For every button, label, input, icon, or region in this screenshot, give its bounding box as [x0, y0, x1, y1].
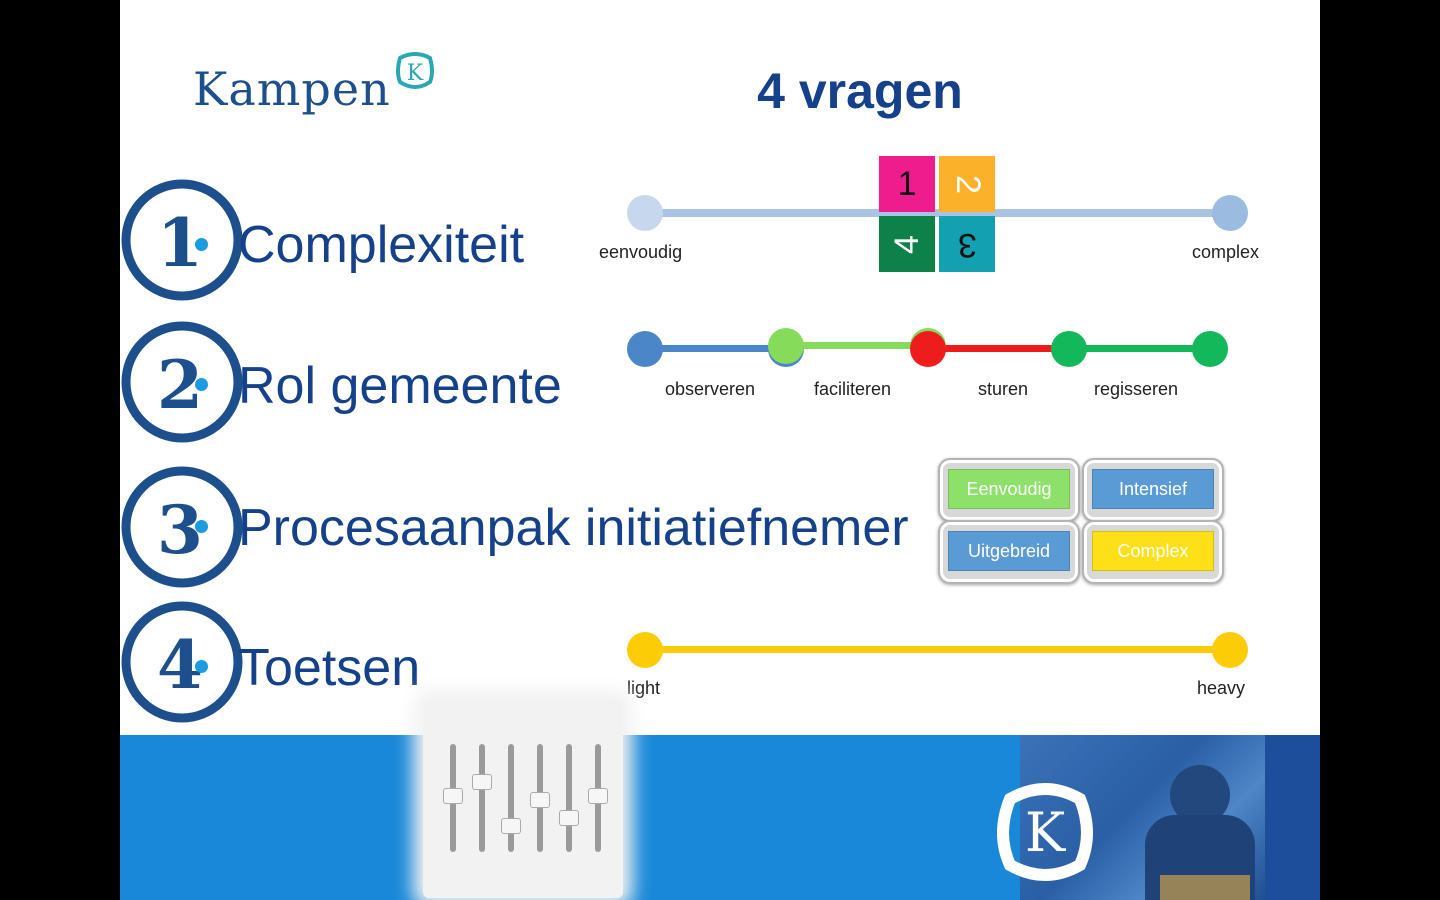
tile-3: 3: [939, 216, 995, 272]
question-label: Procesaanpak initiatiefnemer: [238, 499, 909, 557]
mixer-sliders-image: [423, 700, 623, 898]
bullet-dot: [195, 660, 208, 673]
role-label-faciliteren: faciliteren: [814, 379, 892, 399]
scale-right-label: complex: [1192, 242, 1260, 262]
scale-line: [645, 209, 1230, 217]
kampen-badge-icon: K: [990, 779, 1100, 889]
bullet-dot: [195, 238, 208, 251]
role-line-segment: [645, 345, 787, 352]
question-number: 2: [157, 346, 203, 424]
tile-2: 2: [939, 156, 995, 212]
scale-end-node: [1212, 195, 1248, 231]
slider-knob-icon: [472, 774, 492, 790]
page-title: 4 vragen: [757, 63, 963, 119]
number-circle-icon: [120, 600, 244, 729]
role-node-5: [1192, 331, 1228, 367]
number-circle-icon: [120, 178, 244, 307]
role-line-segment: [1069, 345, 1211, 352]
kampen-logo-text: Kampen: [193, 62, 391, 116]
question-number: 4: [157, 626, 203, 704]
tile-1: 1: [879, 156, 935, 212]
question-label: Rol gemeente: [238, 357, 562, 415]
process-option-complex: Complex: [1082, 520, 1224, 584]
slider-knob-icon: [559, 810, 579, 826]
question-label: Toetsen: [238, 639, 421, 697]
testing-start-node: [627, 632, 663, 668]
question-number: 1: [157, 204, 203, 282]
role-node-3: [910, 331, 946, 367]
process-option-uitgebreid: Uitgebreid: [938, 520, 1080, 584]
role-node-4: [1051, 331, 1087, 367]
photo-badge-letter: K: [1025, 801, 1067, 864]
scale-start-node: [627, 195, 663, 231]
role-label-regisseren: regisseren: [1094, 379, 1179, 399]
role-node-1: [627, 331, 663, 367]
slider-knob-icon: [501, 818, 521, 834]
slider-knob-icon: [530, 792, 550, 808]
process-option-intensief: Intensief: [1082, 458, 1224, 522]
market-photo: K: [997, 735, 1265, 900]
question-number: 3: [157, 491, 203, 569]
testing-line: [645, 646, 1230, 653]
process-option-eenvoudig: Eenvoudig: [938, 458, 1080, 522]
testing-end-node: [1212, 632, 1248, 668]
slide: Kampen K 4 vragen 1 Complexiteit 2 Rol g…: [120, 0, 1320, 900]
question-label: Complexiteit: [238, 216, 525, 274]
testing-right-label: heavy: [1197, 678, 1246, 698]
bullet-dot: [195, 520, 208, 533]
number-circle-icon: [120, 465, 244, 594]
kampen-logo-badge: K: [407, 61, 424, 86]
slider-knob-icon: [588, 788, 608, 804]
number-circle-icon: [120, 320, 244, 449]
scale-left-label: eenvoudig: [599, 242, 683, 262]
testing-left-label: light: [627, 678, 661, 698]
role-line-segment: [927, 345, 1069, 352]
role-label-sturen: sturen: [978, 379, 1029, 399]
role-label-observeren: observeren: [665, 379, 756, 399]
kampen-logo-icon: K: [394, 52, 436, 92]
bullet-dot: [195, 378, 208, 391]
role-line-segment: [787, 342, 927, 349]
tile-4: 4: [879, 216, 935, 272]
slider-knob-icon: [443, 788, 463, 804]
role-node-2: [768, 328, 804, 364]
footer-side-strip: [1265, 735, 1320, 900]
